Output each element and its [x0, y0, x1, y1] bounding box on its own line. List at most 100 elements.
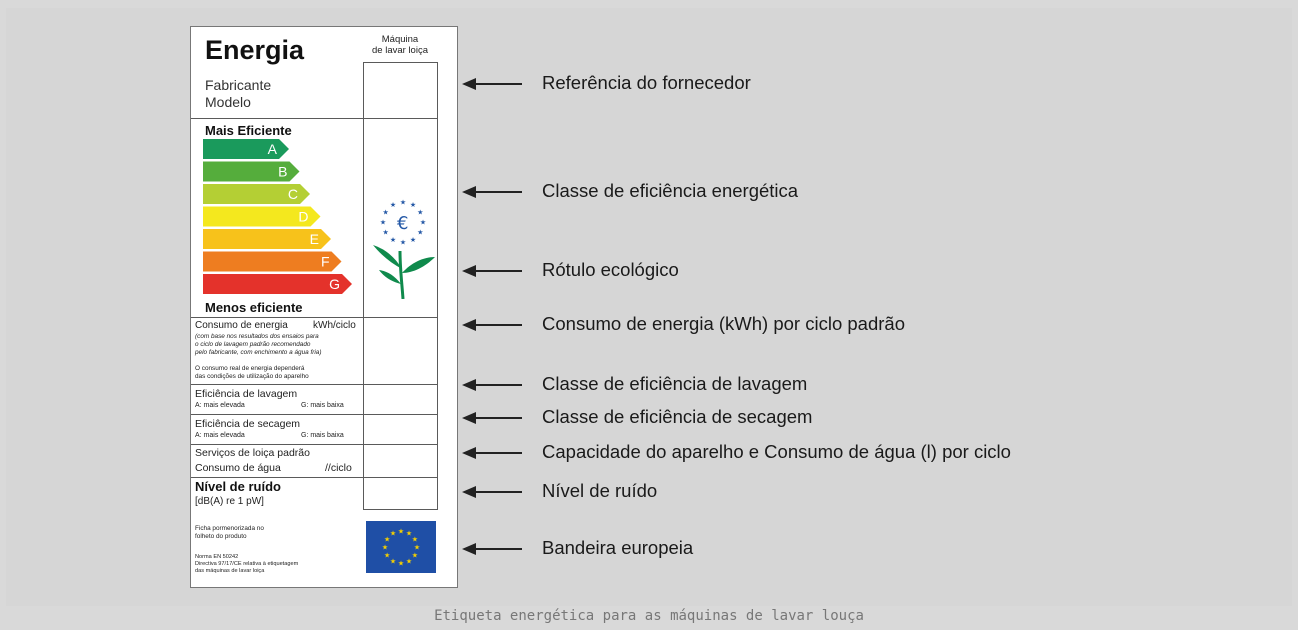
noise-unit: [dB(A) re 1 pW] [195, 496, 264, 507]
star-icon: ★ [390, 557, 396, 565]
annotation-text: Rótulo ecológico [542, 259, 679, 280]
star-icon: ★ [398, 559, 404, 567]
right-column-right-border [437, 62, 438, 510]
divider-right-top [363, 62, 438, 63]
arrow-head-icon [462, 379, 476, 391]
class-bar-c [203, 184, 310, 204]
model-label: Modelo [205, 94, 251, 110]
class-bar-f [203, 251, 342, 272]
star-icon: ★ [383, 208, 389, 216]
arrow-line [474, 83, 522, 85]
more-efficient-label: Mais Eficiente [205, 123, 292, 138]
arrow-line [474, 384, 522, 386]
class-letter-c: C [288, 186, 298, 202]
star-icon: ★ [406, 530, 412, 538]
arrow-head-icon [462, 543, 476, 555]
right-column-left-border [363, 62, 364, 510]
class-letter-f: F [321, 254, 330, 270]
class-bar-d [203, 206, 321, 227]
divider-noise-top [191, 477, 438, 478]
star-icon: ★ [410, 201, 416, 209]
arrow-line [474, 452, 522, 454]
arrow-line [474, 417, 522, 419]
class-bar-g [203, 274, 352, 294]
divider-classes-top [191, 118, 438, 119]
consumption-title: Consumo de energia [195, 320, 288, 331]
appliance-type: Máquina de lavar loiça [372, 34, 428, 56]
star-icon: ★ [412, 535, 418, 543]
arrow-head-icon [462, 486, 476, 498]
star-icon: ★ [400, 238, 406, 246]
figure-caption: Etiqueta energética para as máquinas de … [434, 608, 864, 624]
divider-noise-bottom [363, 509, 438, 510]
energy-label: Energia Máquina de lavar loiça Fabricant… [190, 26, 458, 588]
class-bar-a [203, 139, 289, 159]
norm-note: Norma EN 50242 Directiva 97/17/CE relati… [195, 554, 299, 574]
annotation-text: Consumo de energia (kWh) por ciclo padrã… [542, 313, 905, 334]
leaflet-note: Ficha pormenorizada no folheto do produt… [195, 525, 264, 540]
star-icon: ★ [380, 218, 386, 226]
manufacturer-label: Fabricante [205, 77, 272, 93]
divider-services-top [191, 444, 438, 445]
annotation-text: Referência do fornecedor [542, 72, 751, 93]
annotation-text: Nível de ruído [542, 480, 658, 501]
less-efficient-label: Menos eficiente [205, 300, 303, 315]
arrow-head-icon [462, 265, 476, 277]
annotation-text: Bandeira europeia [542, 537, 694, 558]
star-icon: ★ [382, 543, 388, 551]
arrow-line [474, 324, 522, 326]
arrow-line [474, 191, 522, 193]
arrow-head-icon [462, 412, 476, 424]
dry-efficiency-title: Eficiência de secagem [195, 418, 301, 430]
star-icon: ★ [384, 535, 390, 543]
star-icon: ★ [384, 551, 390, 559]
annotation-text: Classe de eficiência energética [542, 180, 799, 201]
consumption-note: (com base nos resultados dos ensaios par… [195, 333, 322, 356]
arrow-line [474, 491, 522, 493]
consumption-note-2: O consumo real de energia dependerá das … [195, 365, 309, 380]
class-letter-b: B [278, 164, 287, 180]
ecolabel-euro-icon: € [397, 213, 408, 234]
class-letter-g: G [329, 276, 340, 292]
arrow-head-icon [462, 319, 476, 331]
consumption-unit: kWh/ciclo [313, 320, 356, 331]
star-icon: ★ [417, 208, 423, 216]
star-icon: ★ [410, 236, 416, 244]
eu-flag-icon: ★★★★★★★★★★★★ [366, 521, 436, 573]
ecolabel-flower-icon: ★★★★★★★★★★★★ € [373, 198, 435, 299]
class-letter-a: A [268, 141, 278, 157]
arrow-head-icon [462, 78, 476, 90]
divider-dry-top [191, 414, 438, 415]
star-icon: ★ [414, 543, 420, 551]
arrow-head-icon [462, 186, 476, 198]
arrow-line [474, 270, 522, 272]
class-bar-e [203, 229, 331, 249]
class-bar-b [203, 161, 300, 182]
divider-wash-top [191, 384, 438, 385]
wash-efficiency-title: Eficiência de lavagem [195, 388, 298, 400]
wash-high: A: mais elevada [195, 402, 245, 409]
star-icon: ★ [383, 228, 389, 236]
class-letter-e: E [310, 231, 319, 247]
water-consumption-label: Consumo de água [195, 462, 281, 474]
arrow-head-icon [462, 447, 476, 459]
arrow-line [474, 548, 522, 550]
class-letter-d: D [298, 209, 308, 225]
services-label: Serviços de loiça padrão [195, 447, 310, 459]
water-unit: //ciclo [325, 462, 352, 474]
dry-low: G: mais baixa [301, 432, 344, 439]
wash-low: G: mais baixa [301, 402, 344, 409]
dry-high: A: mais elevada [195, 432, 245, 439]
label-title: Energia [205, 35, 305, 65]
star-icon: ★ [417, 228, 423, 236]
star-icon: ★ [390, 236, 396, 244]
star-icon: ★ [412, 551, 418, 559]
annotation-text: Classe de eficiência de lavagem [542, 373, 808, 394]
divider-consumption-top [191, 317, 438, 318]
star-icon: ★ [400, 198, 406, 206]
noise-title: Nível de ruído [195, 479, 281, 494]
annotation-text: Classe de eficiência de secagem [542, 406, 813, 427]
annotation-text: Capacidade do aparelho e Consumo de água… [542, 441, 1011, 462]
